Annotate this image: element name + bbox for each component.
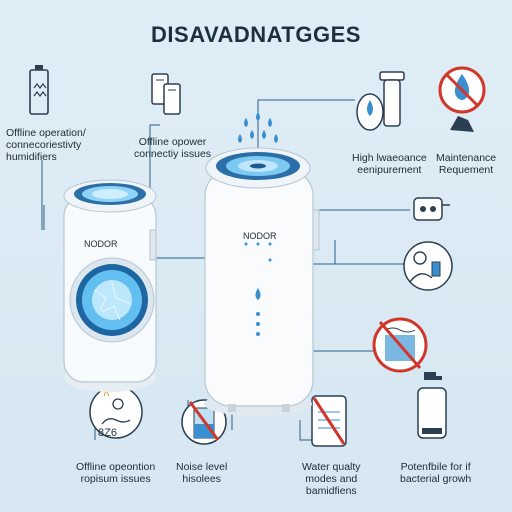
no-water-icon	[438, 66, 486, 132]
left-device-brand: NODOR	[84, 239, 118, 249]
connector-high-maintenance	[257, 99, 355, 150]
phone-icon	[151, 73, 181, 115]
label-water-quality: Water qualty modes and bamidfiens	[302, 461, 361, 497]
center-device-brand: NODOR	[243, 231, 277, 241]
bottle-icon	[417, 372, 447, 439]
label-potential-bacterial: Potenfbile for if bacterial growh	[400, 461, 472, 485]
label-maintenance-requirement: Maintenance Requement	[436, 152, 497, 176]
svg-text:8Z6: 8Z6	[98, 427, 117, 439]
water-quality-icon	[311, 395, 347, 447]
label-offline-opeontion: Offline opeontion ropisum issues	[76, 461, 156, 485]
no-drinking-water-icon	[372, 317, 428, 373]
label-offline-power: Offline opower connectiy issues	[134, 136, 212, 160]
left-humidifier	[63, 179, 157, 392]
user-bottle-icon	[403, 241, 453, 291]
label-high-maintenance: High lwaeoance eenipurement	[352, 152, 427, 176]
center-humidifier	[204, 147, 320, 416]
water-droplets-icon	[238, 112, 278, 143]
page-title: DISAVADNATGGES	[151, 22, 361, 47]
label-offline-operation: Offline operation/ connecoriestivty humi…	[6, 127, 86, 163]
heater-icon	[413, 197, 450, 221]
water-tank-icon	[356, 71, 405, 131]
droplet-indicator	[255, 288, 261, 336]
label-noise-level: Noise level hisolees	[176, 461, 228, 485]
person-noise-icon: 8Z6	[89, 385, 143, 439]
indicator-dots	[244, 242, 272, 262]
battery-icon	[29, 65, 49, 115]
